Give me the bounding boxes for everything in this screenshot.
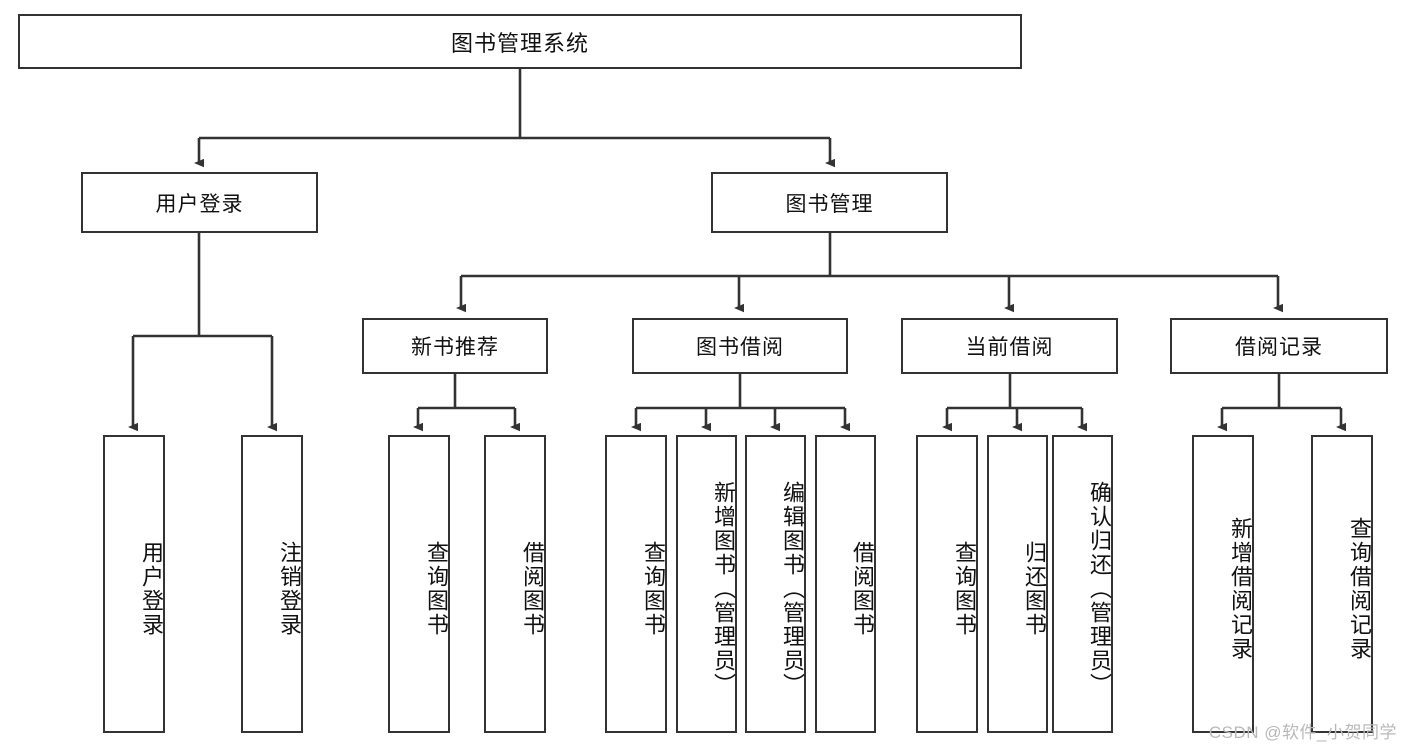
leaf-edit-book[interactable]: 编辑图书（管理员）	[745, 435, 806, 733]
leaf-add-record[interactable]: 新增借阅记录	[1192, 435, 1254, 733]
leaf-borrow-book-1[interactable]: 借阅图书	[484, 435, 546, 733]
leaf-logout-label: 注销登录	[277, 541, 302, 637]
leaf-return-book-label: 归还图书	[1022, 541, 1047, 637]
leaf-add-record-label: 新增借阅记录	[1228, 517, 1253, 661]
node-root-label: 图书管理系统	[450, 30, 589, 56]
node-book-management-label: 图书管理	[785, 192, 874, 216]
leaf-user-login[interactable]: 用户登录	[103, 435, 165, 733]
node-borrow-record-label: 借阅记录	[1235, 336, 1323, 359]
node-user-login[interactable]: 用户登录	[81, 172, 318, 233]
leaf-borrow-book-2[interactable]: 借阅图书	[815, 435, 876, 733]
leaf-query-book-2-label: 查询图书	[641, 541, 666, 637]
leaf-query-record-label: 查询借阅记录	[1347, 517, 1372, 661]
leaf-add-book-label: 新增图书（管理员）	[711, 481, 736, 697]
leaf-query-book-3-label: 查询图书	[952, 541, 977, 637]
leaf-query-book-2[interactable]: 查询图书	[605, 435, 667, 733]
leaf-query-book-3[interactable]: 查询图书	[916, 435, 978, 733]
leaf-return-book[interactable]: 归还图书	[987, 435, 1048, 733]
node-book-borrow-label: 图书借阅	[696, 336, 784, 359]
leaf-query-book-1[interactable]: 查询图书	[388, 435, 450, 733]
leaf-query-record[interactable]: 查询借阅记录	[1311, 435, 1373, 733]
watermark: CSDN @软件_小贺同学	[1208, 723, 1397, 742]
node-book-borrow[interactable]: 图书借阅	[632, 318, 848, 374]
node-new-book-recommend-label: 新书推荐	[411, 336, 499, 359]
leaf-borrow-book-1-label: 借阅图书	[520, 541, 545, 637]
node-root[interactable]: 图书管理系统	[18, 14, 1022, 69]
node-current-borrow-label: 当前借阅	[965, 336, 1054, 359]
leaf-borrow-book-2-label: 借阅图书	[850, 541, 875, 637]
leaf-edit-book-label: 编辑图书（管理员）	[780, 481, 805, 697]
node-borrow-record[interactable]: 借阅记录	[1170, 318, 1388, 374]
leaf-confirm-return-label: 确认归还（管理员）	[1087, 481, 1112, 697]
leaf-query-book-1-label: 查询图书	[424, 541, 449, 637]
node-current-borrow[interactable]: 当前借阅	[901, 318, 1118, 374]
node-user-login-label: 用户登录	[155, 192, 244, 216]
leaf-confirm-return[interactable]: 确认归还（管理员）	[1052, 435, 1113, 733]
leaf-user-login-label: 用户登录	[139, 541, 164, 637]
node-new-book-recommend[interactable]: 新书推荐	[362, 318, 548, 374]
leaf-logout[interactable]: 注销登录	[241, 435, 303, 733]
leaf-add-book[interactable]: 新增图书（管理员）	[676, 435, 737, 733]
node-book-management[interactable]: 图书管理	[711, 172, 948, 233]
